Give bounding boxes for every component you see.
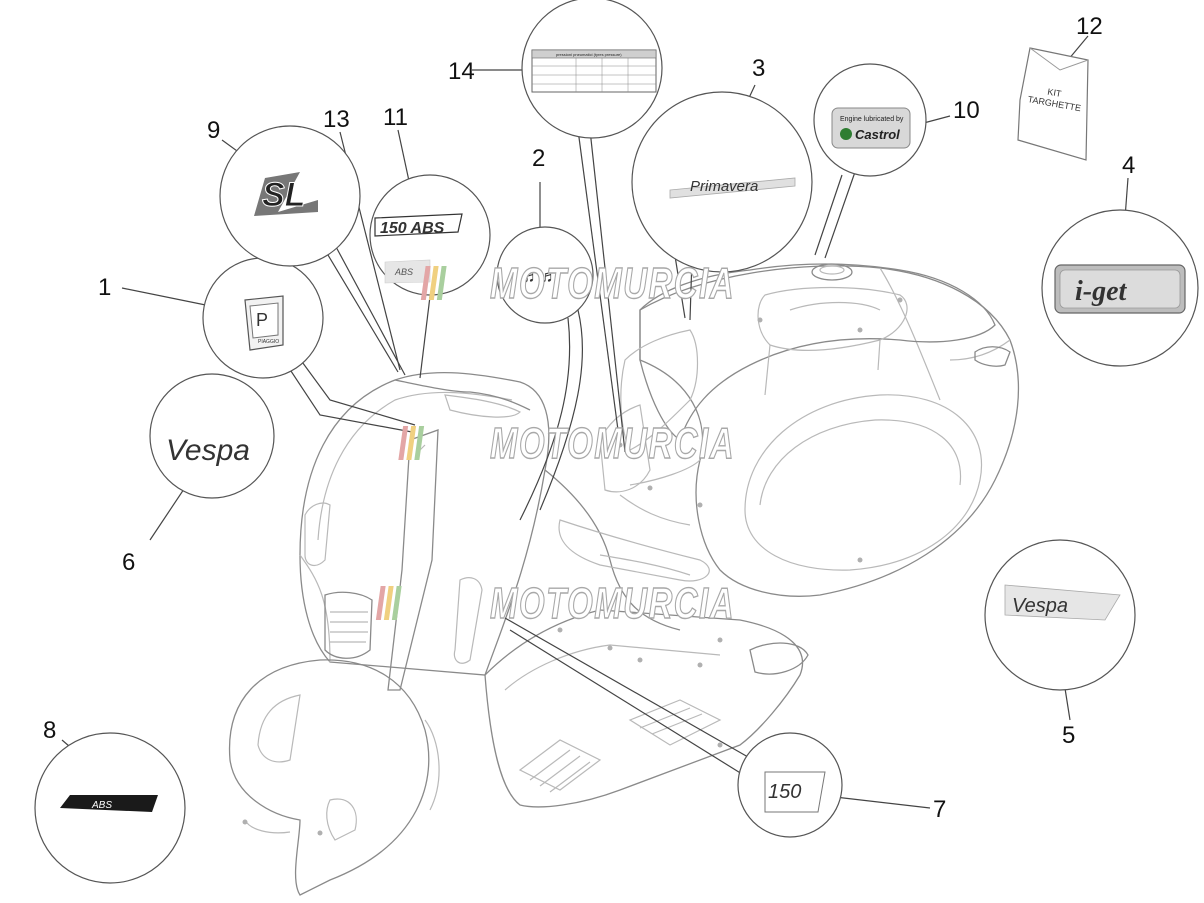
callout-1-piaggio-badge: P PIAGGIO xyxy=(202,257,324,379)
primavera-text: Primavera xyxy=(690,178,758,195)
watermark-middle: MOTOMURCIA xyxy=(398,418,735,469)
label-3: 3 xyxy=(752,55,765,82)
watermark-bottom: MOTOMURCIA xyxy=(375,578,735,629)
label-13: 13 xyxy=(323,106,350,133)
iget-text: i-get xyxy=(1075,276,1128,307)
callout-4-iget-badge: i-get xyxy=(1041,209,1199,367)
label-8: 8 xyxy=(43,717,56,744)
label-2: 2 xyxy=(532,145,545,172)
label-4: 4 xyxy=(1122,152,1135,179)
model-150-text: 150 xyxy=(768,781,801,803)
watermark-text-3: MOTOMURCIA xyxy=(490,579,735,628)
sl-logo-text: SL xyxy=(262,176,305,214)
callout-12-kit-targhette: KIT TARGHETTE xyxy=(1017,47,1089,161)
watermark-text-2: MOTOMURCIA xyxy=(490,419,735,468)
callout-9-sl-logo: SL xyxy=(219,125,361,267)
callout-8-abs-badge: ABS xyxy=(34,732,186,884)
abs-badge-text: ABS xyxy=(91,800,112,811)
label-10: 10 xyxy=(953,97,980,124)
castrol-logo-icon xyxy=(840,128,852,140)
label-5: 5 xyxy=(1062,722,1075,749)
person-warning-icon: ♬♬ xyxy=(522,266,558,286)
pressure-title: pressioni pneumatici (tyres pressure) xyxy=(556,52,622,57)
label-7: 7 xyxy=(933,796,946,823)
label-12: 12 xyxy=(1076,13,1103,40)
castrol-line2: Castrol xyxy=(855,127,900,142)
vespa-script-text-6: Vespa xyxy=(166,434,250,467)
watermark-text-1: MOTOMURCIA xyxy=(490,259,735,308)
castrol-line1: Engine lubricated by xyxy=(840,116,904,123)
vespa-script-text-5: Vespa xyxy=(1012,595,1068,617)
scooter-outline xyxy=(228,263,1020,896)
callout-2-warning-sticker: ♬♬ xyxy=(496,226,594,324)
model-150abs-text: 150 ABS xyxy=(380,220,445,237)
label-9: 9 xyxy=(207,117,220,144)
callout-10-castrol-sticker: Engine lubricated by Castrol xyxy=(813,63,927,177)
callout-5-vespa-side-badge: Vespa xyxy=(984,539,1136,691)
label-1: 1 xyxy=(98,274,111,301)
piaggio-small-text: PIAGGIO xyxy=(258,339,279,345)
abs-small-text: ABS xyxy=(394,267,413,277)
callout-7-150-badge: 150 xyxy=(737,732,843,838)
callout-6-vespa-emblem: Vespa xyxy=(149,373,275,499)
callout-11-150abs-badge: 150 ABS ABS xyxy=(369,174,491,296)
watermark-top: MOTOMURCIA xyxy=(420,258,735,309)
callout-3-primavera-sticker: Primavera xyxy=(631,91,813,273)
callout-14-tyre-pressure-label: pressioni pneumatici (tyres pressure) xyxy=(521,0,663,139)
label-14: 14 xyxy=(448,58,475,85)
label-6: 6 xyxy=(122,549,135,576)
piaggio-p-icon: P xyxy=(256,310,268,330)
callout-numbers: 1 2 3 4 5 6 7 8 9 10 11 12 13 14 xyxy=(43,13,1135,823)
label-11: 11 xyxy=(383,104,408,131)
kit-line1: KIT xyxy=(1047,87,1063,99)
